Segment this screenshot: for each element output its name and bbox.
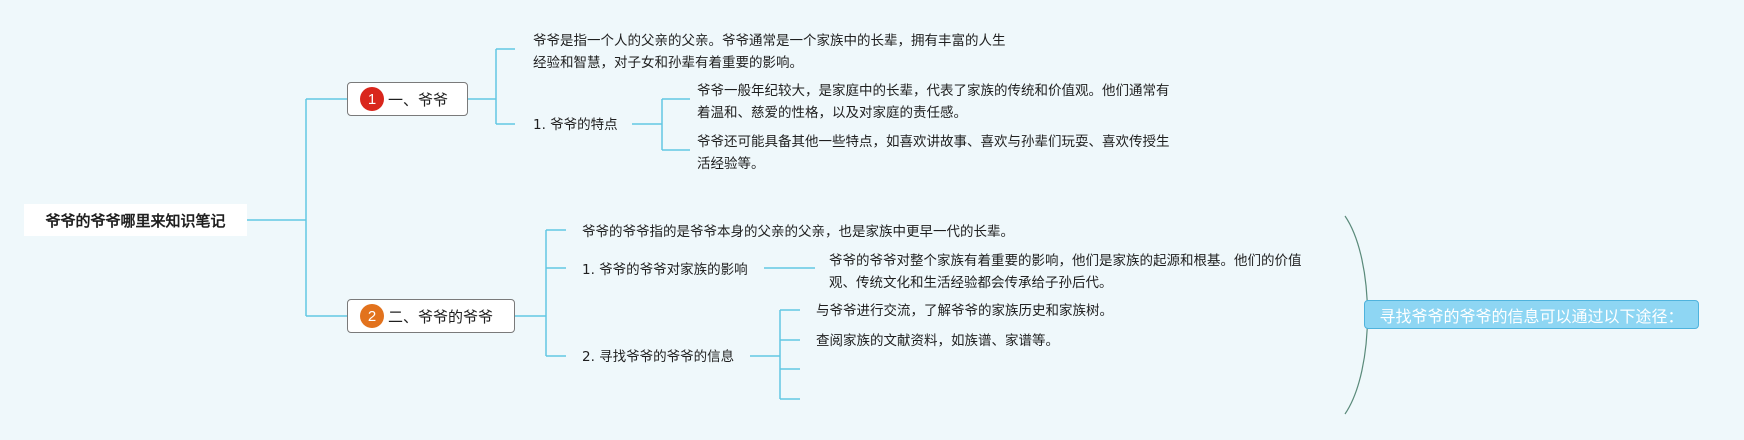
root-title: 爷爷的爷爷哪里来知识笔记 <box>45 211 226 230</box>
trait-point-2[interactable]: 爷爷还可能具备其他一些特点，如喜欢讲故事、喜欢与孙辈们玩耍、喜欢传授生 活经验等… <box>697 134 1170 172</box>
main-topic-label: 二、爷爷的爷爷 <box>388 307 494 326</box>
influence-text[interactable]: 爷爷的爷爷对整个家族有着重要的影响，他们是家族的起源和根基。他们的价值 观、传统… <box>829 253 1302 291</box>
main-topic-grandpa[interactable]: 1 一、爷爷 <box>347 82 468 116</box>
priority-2-icon: 2 <box>360 304 384 328</box>
priority-1-icon: 1 <box>360 87 384 111</box>
subtopic-find-info[interactable]: 2. 寻找爷爷的爷爷的信息 <box>582 349 735 365</box>
great-grandpa-definition[interactable]: 爷爷的爷爷指的是爷爷本身的父亲的父亲，也是家族中更早一代的长辈。 <box>582 224 1014 240</box>
summary-label: 寻找爷爷的爷爷的信息可以通过以下途径： <box>1379 306 1684 326</box>
grandpa-definition[interactable]: 爷爷是指一个人的父亲的父亲。爷爷通常是一个家族中的长辈，拥有丰富的人生 经验和智… <box>533 33 1006 71</box>
trait-point-1[interactable]: 爷爷一般年纪较大，是家庭中的长辈，代表了家族的传统和价值观。他们通常有 着温和、… <box>697 83 1170 121</box>
summary-topic[interactable]: 寻找爷爷的爷爷的信息可以通过以下途径： <box>1364 300 1699 329</box>
way-item-1[interactable]: 与爷爷进行交流，了解爷爷的家族历史和家族树。 <box>816 303 1113 319</box>
root-topic[interactable]: 爷爷的爷爷哪里来知识笔记 <box>24 204 247 236</box>
main-topic-great-great-grandpa[interactable]: 2 二、爷爷的爷爷 <box>347 299 515 333</box>
way-item-2[interactable]: 查阅家族的文献资料，如族谱、家谱等。 <box>816 333 1059 349</box>
subtopic-grandpa-traits[interactable]: 1. 爷爷的特点 <box>533 117 618 133</box>
subtopic-family-influence[interactable]: 1. 爷爷的爷爷对家族的影响 <box>582 262 748 278</box>
main-topic-label: 一、爷爷 <box>388 90 449 109</box>
